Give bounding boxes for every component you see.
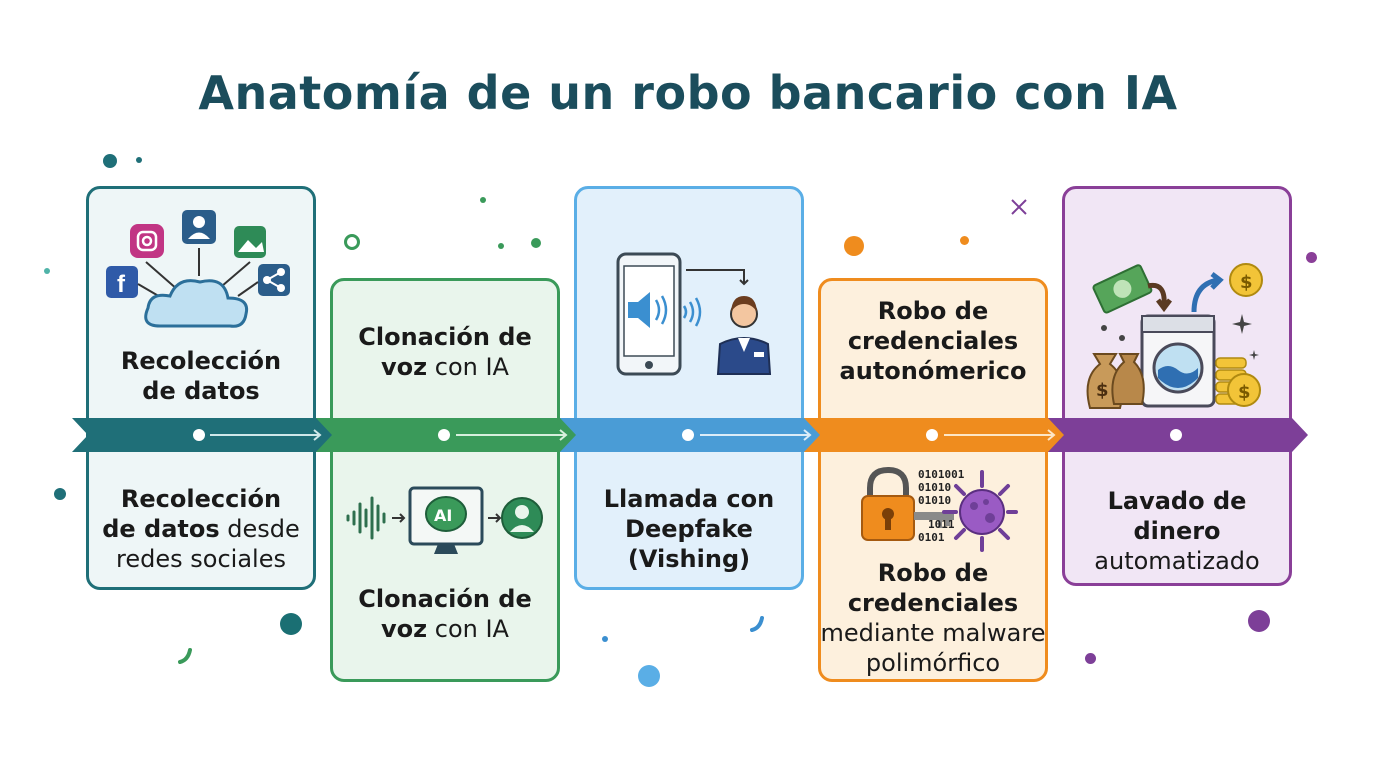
timeline-node-1 xyxy=(193,429,205,441)
stage-3-card xyxy=(574,186,804,590)
svg-text:$: $ xyxy=(1240,272,1253,293)
ai-voice-clone-icon: AI xyxy=(346,486,543,554)
decor-squiggle-icon xyxy=(178,648,192,664)
svg-text:01010: 01010 xyxy=(918,494,951,507)
decor-dot xyxy=(638,665,660,687)
decor-sparkle-icon xyxy=(1011,199,1027,215)
facebook-icon xyxy=(106,266,138,298)
decor-dot xyxy=(1085,653,1096,664)
stage-1-card xyxy=(86,186,316,590)
svg-text:f: f xyxy=(117,271,126,298)
stage-4-card xyxy=(818,278,1048,682)
deepfake-call-icon xyxy=(616,252,772,376)
brain-icon xyxy=(425,496,467,532)
timeline-node-4 xyxy=(926,429,938,441)
decor-dot xyxy=(103,154,117,168)
decor-squiggle-icon xyxy=(750,616,764,632)
coin-icon xyxy=(1227,373,1261,407)
decor-dot xyxy=(498,243,504,249)
timeline-node-5 xyxy=(1170,429,1182,441)
stage-2-card xyxy=(330,278,560,682)
decor-dot xyxy=(1306,252,1317,263)
decor-dot xyxy=(531,238,541,248)
page-title: Anatomía de un robo bancario con IA xyxy=(198,66,1178,120)
svg-text:0101: 0101 xyxy=(918,531,945,544)
decor-dot xyxy=(54,488,66,500)
decor-dot xyxy=(480,197,486,203)
decor-dot xyxy=(602,636,608,642)
data-collection-cloud-icon: f xyxy=(106,210,290,328)
timeline-node-3 xyxy=(682,429,694,441)
money-laundering-icon: $ $ $ xyxy=(1086,263,1263,409)
svg-text:01010: 01010 xyxy=(918,481,951,494)
svg-text:AI: AI xyxy=(434,506,452,525)
svg-text:0101001: 0101001 xyxy=(918,468,965,481)
instagram-icon xyxy=(130,224,164,258)
svg-text:$: $ xyxy=(1096,380,1109,401)
virus-icon xyxy=(942,470,1018,552)
decor-dot xyxy=(960,236,969,245)
decor-dot xyxy=(344,234,360,250)
malware-credential-icon: 0101001 01010 01010 1011 0101 xyxy=(861,466,1018,552)
decor-dot xyxy=(136,157,142,163)
sound-wave-icon xyxy=(346,496,386,540)
decor-dot xyxy=(1248,610,1270,632)
svg-text:1011: 1011 xyxy=(928,518,955,531)
svg-text:$: $ xyxy=(1238,382,1251,403)
timeline-node-2 xyxy=(438,429,450,441)
key-icon xyxy=(914,512,954,520)
decor-dot xyxy=(280,613,302,635)
padlock-icon xyxy=(867,466,909,498)
decor-dot xyxy=(844,236,864,256)
decor-dot xyxy=(44,268,50,274)
speaker-icon xyxy=(628,292,650,328)
